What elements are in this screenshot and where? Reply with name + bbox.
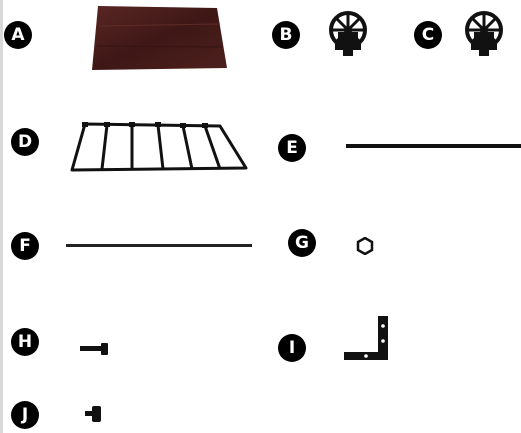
part-label-h: H [11, 328, 39, 356]
caster-wheel-icon [464, 8, 504, 58]
part-label-b: B [272, 21, 300, 49]
part-label-j: J [11, 401, 39, 429]
part-label-i: I [278, 334, 306, 362]
page-edge [0, 0, 3, 433]
long-rod-icon [346, 143, 521, 149]
part-label-g: G [288, 229, 316, 257]
long-rod-icon [66, 243, 252, 248]
part-label-a: A [4, 21, 32, 49]
part-label-c: C [414, 21, 442, 49]
nut-icon [356, 237, 374, 255]
part-label-f: F [11, 232, 39, 260]
part-label-e: E [278, 134, 306, 162]
l-bracket-icon [342, 314, 392, 362]
caster-wheel-icon [328, 8, 368, 58]
part-label-d: D [11, 128, 39, 156]
screw-icon [84, 404, 106, 424]
wooden-board-icon [92, 6, 227, 70]
bolt-icon [80, 342, 110, 356]
wire-rack-icon [70, 120, 248, 174]
